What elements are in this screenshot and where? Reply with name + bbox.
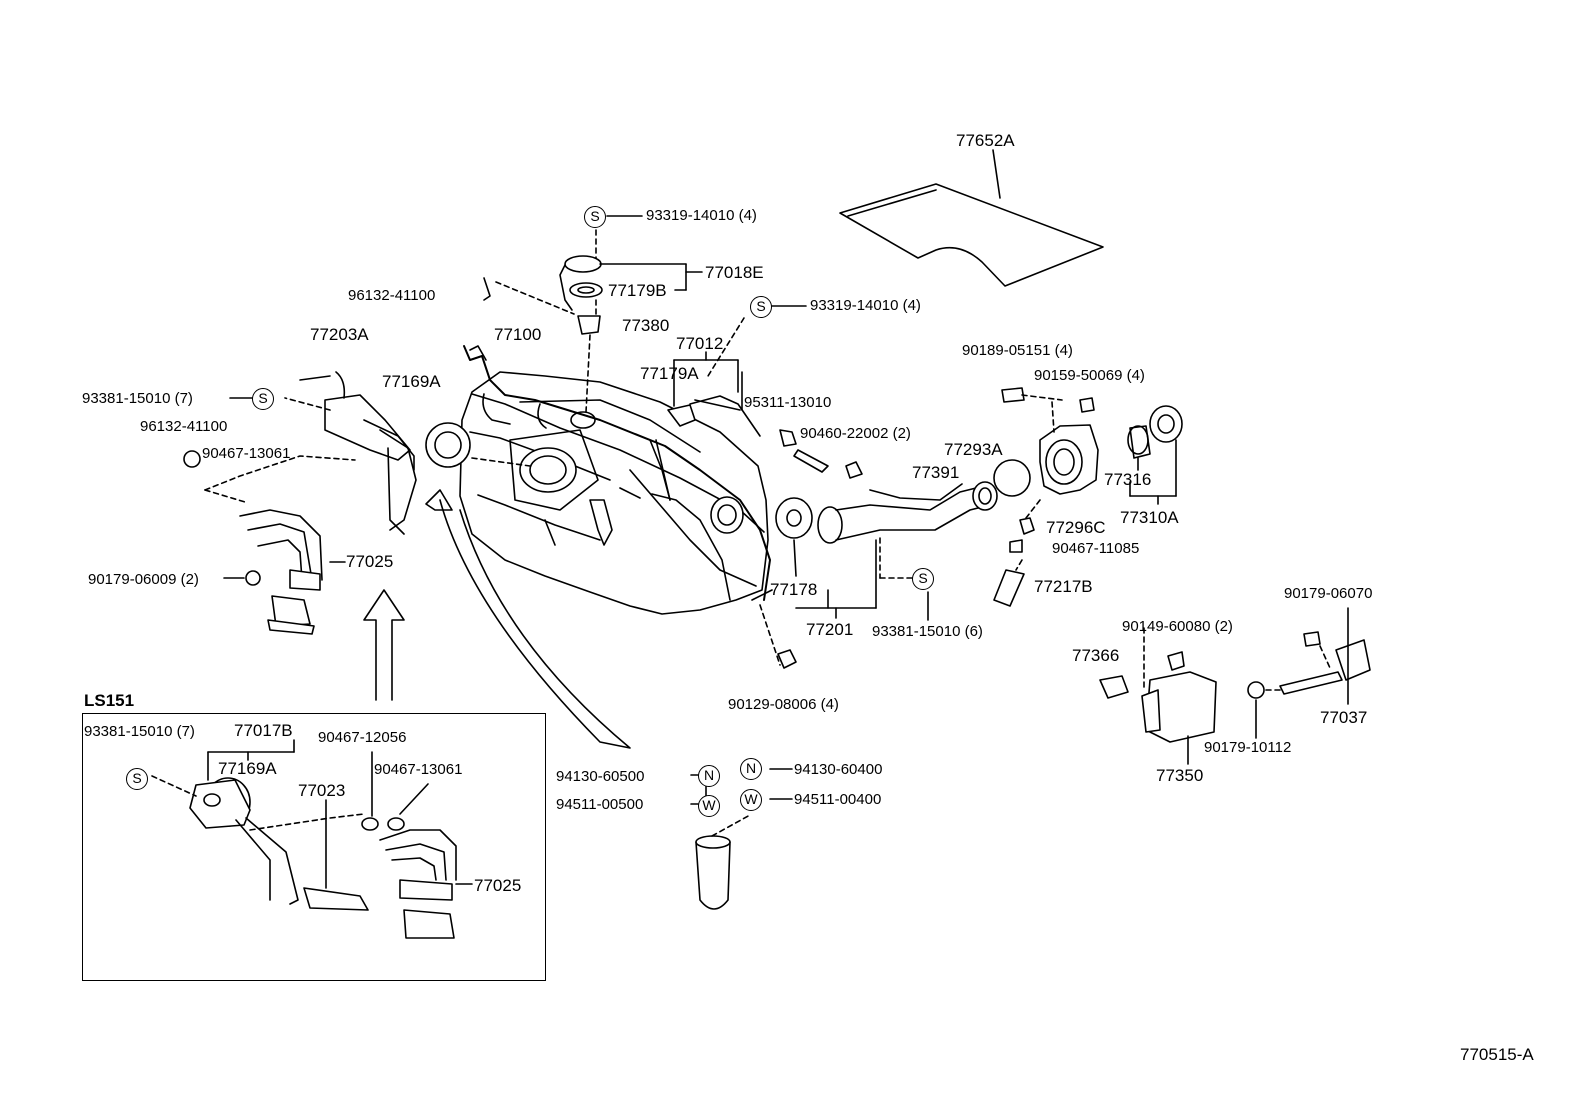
label-ring: 77391 [912,463,960,482]
label-washer-left: 94511-00500 [556,796,644,813]
symbol-s-left: S [252,388,274,410]
symbol-s-filler: S [912,568,934,590]
label-tube-a: 95311-13010 [744,394,832,411]
filler-housing [993,387,1099,607]
filler-pipe-77201 [775,481,998,619]
label-gauge-set2: 77012 [676,334,724,353]
fuel-pump [695,774,751,910]
label-nut-left: 90179-06009 (2) [88,571,199,588]
label-clip-left: 90467-13061 [202,445,291,462]
label-clamp-top: 96132-41100 [348,287,436,304]
label-opener: 77037 [1320,708,1368,727]
gauge-top [559,229,703,413]
inset-label-clip2: 90467-13061 [374,761,463,778]
label-nut-door: 90179-06070 [1284,585,1373,602]
label-bolt-bottom: 90129-08006 (4) [728,696,839,713]
label-bolt-housing: 90189-05151 (4) [962,342,1073,359]
inset-frame [82,713,546,981]
label-mat: 77652A [956,131,1015,150]
label-bolt-mid: 93319-14010 (4) [810,297,921,314]
gauge-77012 [667,317,863,479]
label-washer-right: 94511-00400 [794,791,882,808]
label-gauge-set: 77018E [705,263,764,282]
symbol-n-right: N [740,758,762,780]
label-nut-n-left: 94130-60500 [556,768,645,785]
left-tube-77025 [204,455,356,635]
label-gasket-gauge: 77179B [608,281,667,300]
symbol-w-right: W [740,789,762,811]
label-gasket-pump: 77169A [382,372,441,391]
label-tank: 77100 [494,325,542,344]
diagram-id: 770515-A [1460,1045,1534,1064]
label-nut-opener: 90179-10112 [1204,739,1292,756]
label-screw-door: 90149-60080 (2) [1122,618,1233,635]
label-hinge: 77366 [1072,646,1120,665]
fuel-door-area [1099,607,1371,765]
arrows [363,489,631,749]
symbol-n-left: N [698,765,720,787]
label-door: 77350 [1156,766,1204,785]
label-filler-gasket: 77178 [770,580,818,599]
inset-drawing [151,739,473,939]
label-clip-c: 90467-11085 [1052,540,1140,557]
label-cap-gasket: 77316 [1104,470,1152,489]
leader-lines [229,215,929,805]
label-nut-n-right: 94130-60400 [794,761,883,778]
label-housing: 77293A [944,440,1003,459]
inset-label-filter: 77023 [298,781,346,800]
label-clip-a: 90460-22002 (2) [800,425,911,442]
symbol-s-inset: S [126,768,148,790]
label-bolt-filler: 93381-15010 (6) [872,623,983,640]
label-bolt-top: 93319-14010 (4) [646,207,757,224]
mat-77652A [839,149,1104,287]
inset-label-set: 77017B [234,721,293,740]
inset-label-bolt: 93381-15010 (7) [84,723,195,740]
inset-title: LS151 [84,691,135,710]
inset-label-clip1: 90467-12056 [318,729,407,746]
pump-bracket [183,277,575,535]
label-clamp-left: 96132-41100 [140,418,228,435]
inset-label-gasket: 77169A [218,759,277,778]
symbol-s-mid: S [750,296,772,318]
symbol-w-left: W [698,795,720,817]
fuel-cap [1127,405,1183,505]
label-bolt-left: 93381-15010 (7) [82,390,193,407]
label-filler-pipe: 77201 [806,620,854,639]
label-cushion: 77380 [622,316,670,335]
label-pump-bracket: 77203A [310,325,369,344]
label-cap: 77310A [1120,508,1179,527]
label-tube-assy: 77025 [346,552,394,571]
label-hose-c: 77296C [1046,518,1106,537]
label-protector: 77217B [1034,577,1093,596]
inset-label-tube: 77025 [474,876,522,895]
label-nut-housing: 90159-50069 (4) [1034,367,1145,384]
symbol-s-top: S [584,206,606,228]
label-gasket-a: 77179A [640,364,699,383]
fuel-tank-77100 [459,345,773,615]
